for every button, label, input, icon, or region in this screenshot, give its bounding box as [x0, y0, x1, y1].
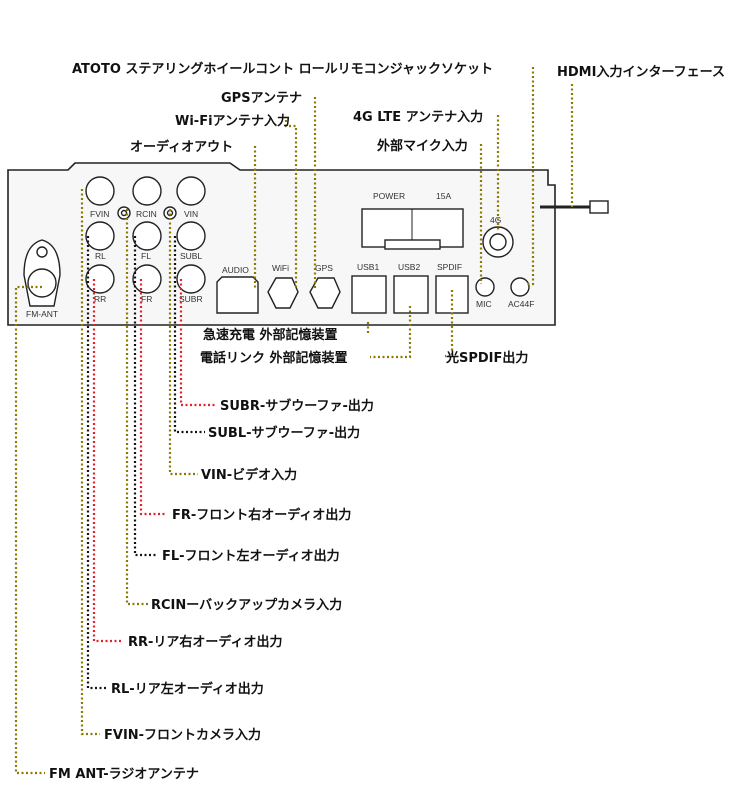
usb1-text: USB1 [357, 262, 379, 272]
label-atoto: ATOTO ステアリングホイールコント ロールリモコンジャックソケット [72, 61, 493, 77]
fm-antenna-port: FM-ANT [23, 239, 61, 319]
rcin-text: RCIN [136, 209, 157, 219]
leader-fr [139, 279, 167, 516]
fvin-text: FVIN [90, 209, 109, 219]
label-rcin: RCINーバックアップカメラ入力 [151, 597, 342, 613]
audio-port: AUDIO [216, 265, 259, 314]
leader-wifi [284, 120, 298, 288]
rca-ports: FVIN RCIN VIN RL FL SUBL RR FR SUBR [85, 176, 206, 304]
label-rr: RR-リア右オーディオ出力 [128, 634, 283, 650]
leader-subl [173, 236, 205, 434]
ac44f-text: AC44F [508, 299, 534, 309]
antenna-4g-port: 4G [482, 215, 514, 258]
label-fm: FM ANT-ラジオアンテナ [49, 767, 199, 782]
label-rl: RL-リア左オーディオ出力 [111, 681, 264, 697]
leader-rl [86, 236, 107, 690]
rr-text: RR [94, 294, 106, 304]
label-gps: GPSアンテナ [221, 91, 302, 106]
subl-text: SUBL [180, 251, 202, 261]
leader-rr [92, 279, 123, 643]
wifi-text: WiFi [272, 263, 289, 273]
power-connector: POWER 15A [361, 191, 464, 250]
label-subr: SUBR-サブウーファ-出力 [220, 398, 374, 414]
leader-usb2 [370, 306, 412, 359]
leader-fm [14, 285, 45, 775]
spdif-text: SPDIF [437, 262, 462, 272]
mic-text: MIC [476, 299, 492, 309]
label-fl: FL-フロント左オーディオ出力 [162, 548, 340, 564]
label-audio-out: オーディオアウト [130, 139, 233, 155]
subr-text: SUBR [179, 294, 203, 304]
usb1-port: USB1 [351, 262, 387, 314]
leader-subr [179, 279, 215, 407]
ac44f-port: AC44F [508, 277, 534, 309]
label-hdmi: HDMI入力インターフェース [557, 64, 725, 80]
gps-text: GPS [315, 263, 333, 273]
label-usb1: 急速充電 外部記憶装置 [203, 327, 338, 343]
label-spdif: 光SPDIF出力 [445, 350, 528, 366]
label-lte: 4G LTE アンテナ入力 [353, 109, 483, 125]
rl-text: RL [95, 251, 106, 261]
leader-rcin [125, 209, 149, 606]
label-fr: FR-フロント右オーディオ出力 [172, 507, 351, 523]
leader-fvin [80, 189, 100, 736]
vin-text: VIN [184, 209, 198, 219]
label-mic: 外部マイク入力 [376, 138, 468, 154]
antenna-4g-text: 4G [490, 215, 501, 225]
leader-vin [168, 209, 198, 476]
hdmi-cable [540, 200, 609, 214]
leader-fl [133, 236, 158, 557]
wifi-port: WiFi [267, 263, 299, 309]
mic-port: MIC [475, 277, 495, 309]
power-text: POWER [373, 191, 405, 201]
fl-text: FL [141, 251, 151, 261]
label-vin: VIN-ビデオ入力 [201, 467, 297, 483]
fuse-text: 15A [436, 191, 451, 201]
audio-text: AUDIO [222, 265, 249, 275]
usb2-text: USB2 [398, 262, 420, 272]
fm-ant-text: FM-ANT [26, 309, 58, 319]
fr-text: FR [141, 294, 152, 304]
label-wifi: Wi-Fiアンテナ入力 [175, 113, 290, 129]
label-fvin: FVIN-フロントカメラ入力 [104, 727, 261, 743]
label-usb2: 電話リンク 外部記憶装置 [200, 350, 348, 366]
label-subl: SUBL-サブウーファ-出力 [208, 425, 360, 441]
usb2-port: USB2 [393, 262, 429, 314]
gps-port: GPS [309, 263, 341, 309]
leader-atoto [525, 67, 535, 286]
